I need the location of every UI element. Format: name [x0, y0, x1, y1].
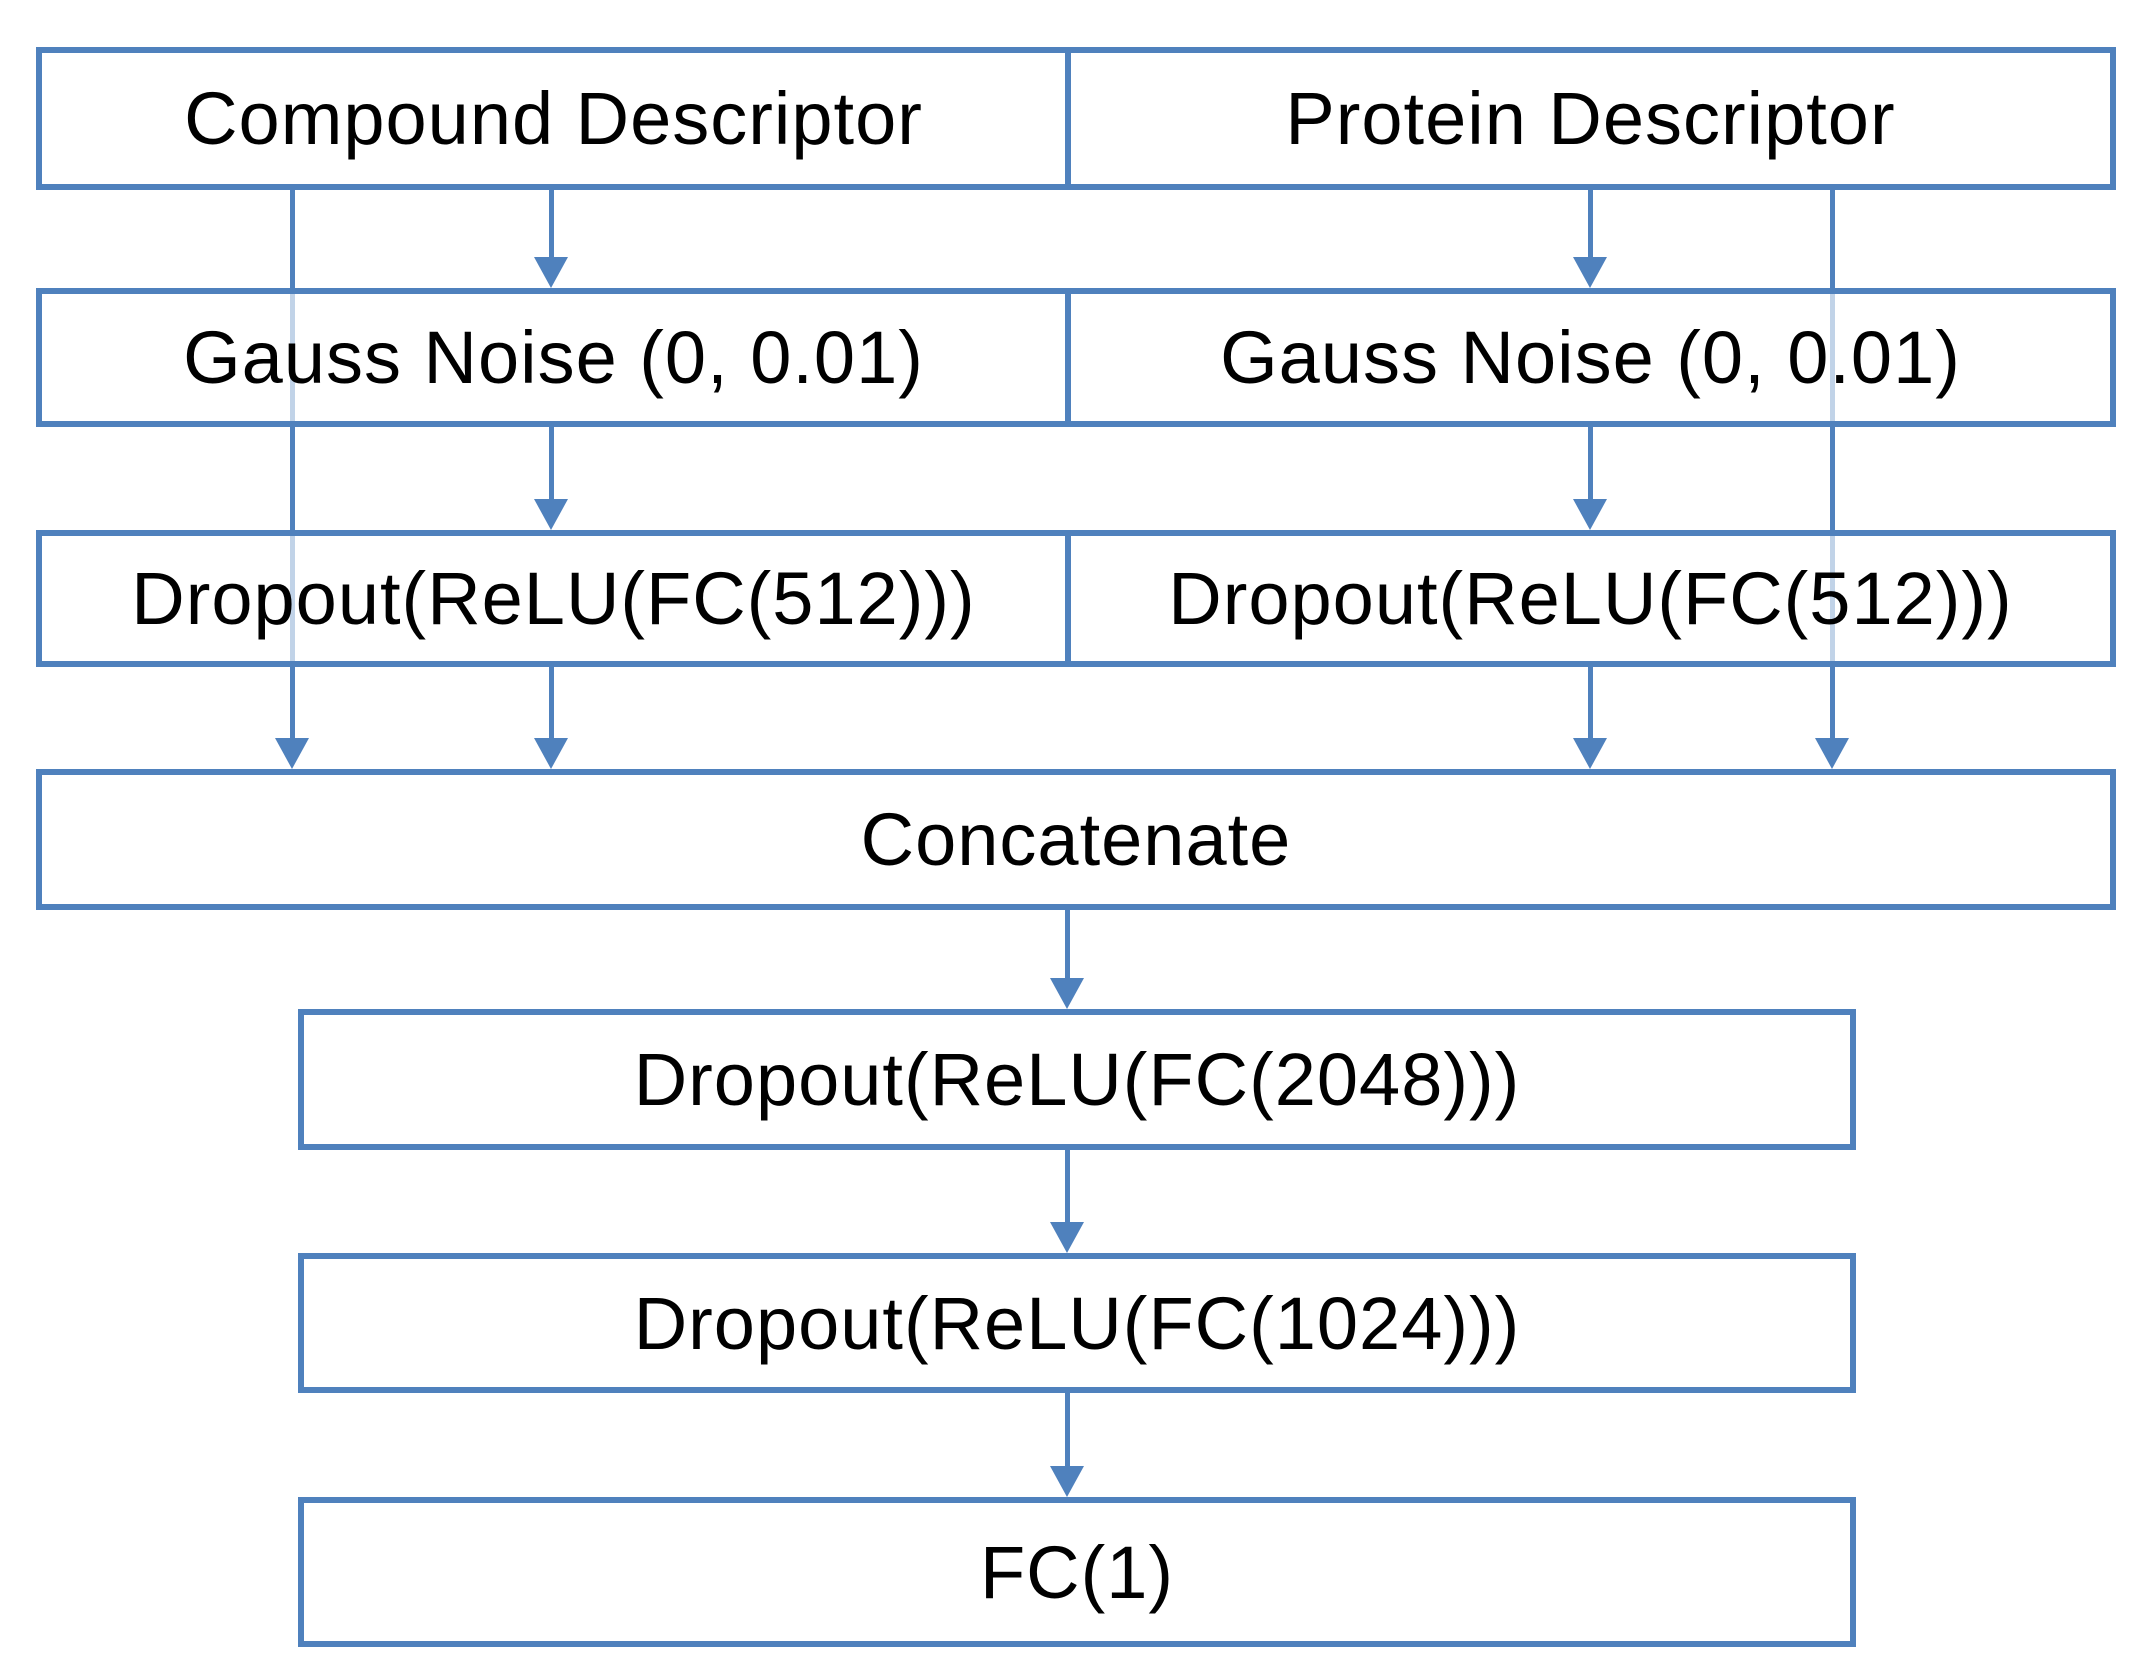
arrow-dropout512-right-to-concatenate: [1588, 667, 1593, 739]
box-concatenate: Concatenate: [36, 769, 2116, 910]
arrowhead-gauss-to-dropout512-right: [1573, 499, 1607, 530]
box-gauss-noise-compound-label: Gauss Noise (0, 0.01): [183, 316, 924, 399]
box-dropout-relu-fc512-protein: Dropout(ReLU(FC(512))): [1065, 530, 2116, 667]
skip-connection-compound-to-concatenate: [290, 190, 295, 739]
box-dropout-relu-fc1024: Dropout(ReLU(FC(1024))): [298, 1253, 1856, 1393]
box-protein-descriptor: Protein Descriptor: [1065, 47, 2116, 190]
arrowhead-dropout512-left-to-concatenate: [534, 738, 568, 769]
box-dropout-relu-fc512-compound: Dropout(ReLU(FC(512))): [36, 530, 1071, 667]
box-dropout-relu-fc1024-label: Dropout(ReLU(FC(1024))): [633, 1281, 1521, 1365]
box-fc1-output-label: FC(1): [979, 1530, 1175, 1614]
box-compound-descriptor: Compound Descriptor: [36, 47, 1071, 190]
arrow-protein-to-gauss: [1588, 190, 1593, 258]
arrow-dropout2048-to-dropout1024: [1065, 1150, 1070, 1223]
arrowhead-protein-to-gauss: [1573, 257, 1607, 288]
arrowhead-compound-to-gauss: [534, 257, 568, 288]
arrow-compound-to-gauss: [549, 190, 554, 258]
box-fc1-output: FC(1): [298, 1497, 1856, 1647]
box-concatenate-label: Concatenate: [860, 798, 1292, 881]
arrow-gauss-to-dropout512-left: [549, 427, 554, 500]
box-gauss-noise-protein: Gauss Noise (0, 0.01): [1065, 288, 2116, 427]
box-compound-descriptor-label: Compound Descriptor: [184, 77, 923, 160]
arrow-dropout512-left-to-concatenate: [549, 667, 554, 739]
box-dropout-relu-fc512-protein-label: Dropout(ReLU(FC(512))): [1168, 557, 2013, 640]
box-gauss-noise-compound: Gauss Noise (0, 0.01): [36, 288, 1071, 427]
box-protein-descriptor-label: Protein Descriptor: [1285, 77, 1896, 160]
arrow-gauss-to-dropout512-right: [1588, 427, 1593, 500]
arrow-dropout1024-to-fc1: [1065, 1393, 1070, 1467]
box-gauss-noise-protein-label: Gauss Noise (0, 0.01): [1220, 316, 1961, 399]
arrowhead-skip-compound-to-concatenate: [275, 738, 309, 769]
arrowhead-concatenate-to-dropout2048: [1050, 978, 1084, 1009]
arrowhead-dropout512-right-to-concatenate: [1573, 738, 1607, 769]
box-dropout-relu-fc512-compound-label: Dropout(ReLU(FC(512))): [131, 557, 976, 640]
box-dropout-relu-fc2048-label: Dropout(ReLU(FC(2048))): [633, 1038, 1521, 1121]
arrowhead-dropout2048-to-dropout1024: [1050, 1222, 1084, 1253]
arrowhead-gauss-to-dropout512-left: [534, 499, 568, 530]
arrowhead-skip-protein-to-concatenate: [1815, 738, 1849, 769]
skip-connection-protein-to-concatenate: [1830, 190, 1835, 739]
box-dropout-relu-fc2048: Dropout(ReLU(FC(2048))): [298, 1009, 1856, 1150]
arrowhead-dropout1024-to-fc1: [1050, 1466, 1084, 1497]
arrow-concatenate-to-dropout2048: [1065, 910, 1070, 979]
